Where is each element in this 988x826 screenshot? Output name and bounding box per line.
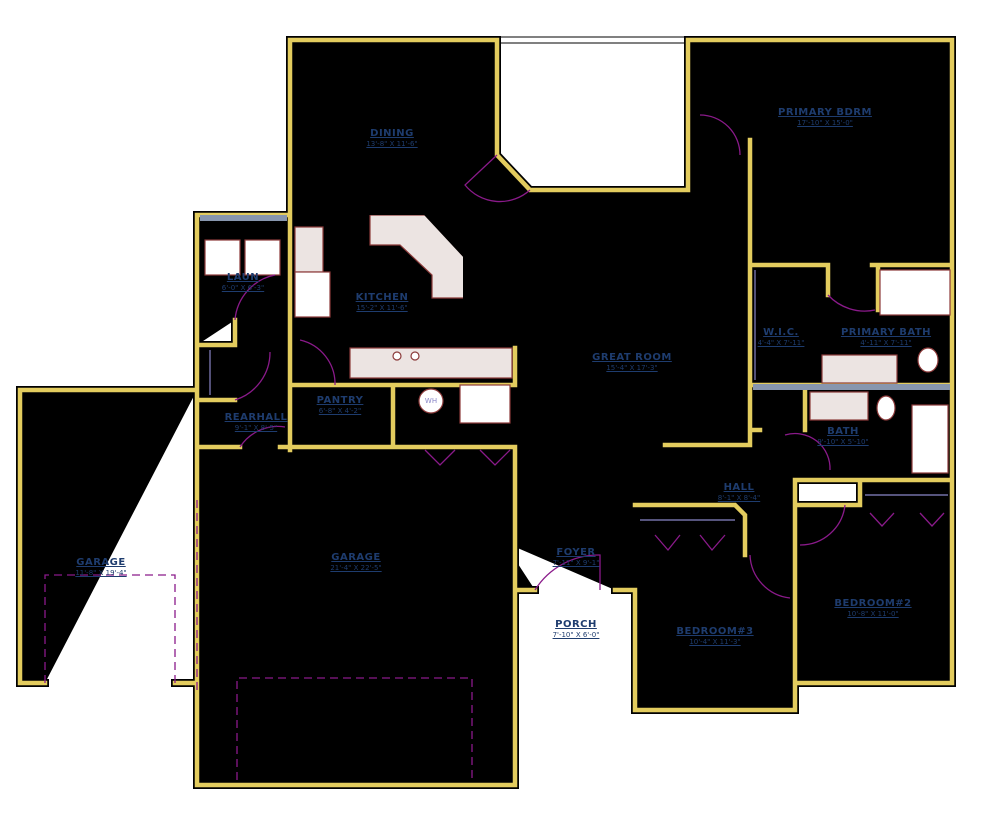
cabinets: [204, 211, 951, 474]
water-heater-label: WH: [424, 397, 438, 405]
shelves: [209, 270, 948, 521]
room-wic: W.I.C.4'-4" X 7'-11": [757, 327, 805, 347]
doors: [44, 114, 945, 780]
water-heater-icon: [418, 388, 444, 414]
interior-gray-walls: [200, 215, 950, 390]
